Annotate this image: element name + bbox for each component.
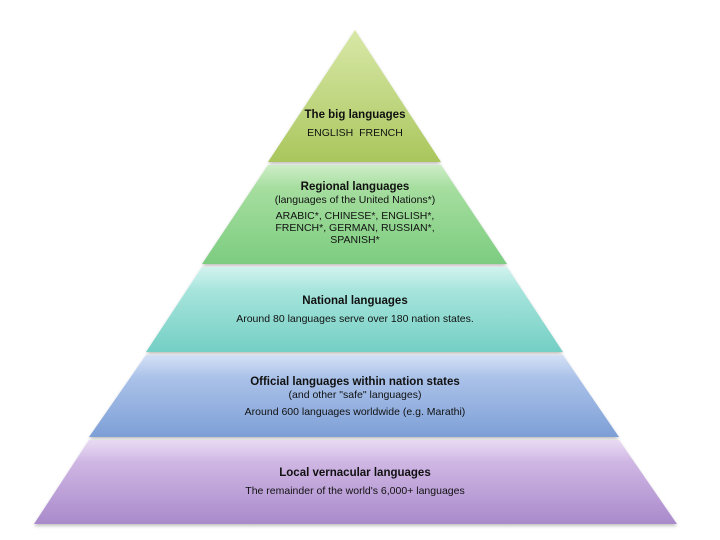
tier-regional-languages-label: Regional languages (languages of the Uni… xyxy=(265,180,445,246)
tier-official-languages-label: Official languages within nation states … xyxy=(205,375,505,418)
tier-description: ENGLISH FRENCH xyxy=(307,127,403,139)
tier-official-languages-shine xyxy=(131,355,578,377)
tier-regional-languages xyxy=(202,165,507,264)
tier-description: The remainder of the world's 6,000+ lang… xyxy=(245,485,465,497)
tier-national-languages-label: National languages Around 80 languages s… xyxy=(205,294,505,325)
tier-big-languages-shine xyxy=(268,30,441,162)
tier-subtitle: (and other "safe" languages) xyxy=(288,389,422,401)
tier-local-vernacular-languages-shine xyxy=(74,440,634,462)
tier-description: Around 600 languages worldwide (e.g. Mar… xyxy=(244,406,466,418)
tier-big-languages-label: The big languages ENGLISH FRENCH xyxy=(280,108,430,139)
tier-description: ARABIC*, CHINESE*, ENGLISH*, FRENCH*, GE… xyxy=(275,210,435,246)
tier-local-vernacular-languages-label: Local vernacular languages The remainder… xyxy=(205,466,505,497)
tier-national-languages-shine xyxy=(187,267,522,290)
tier-regional-languages-shine xyxy=(253,165,456,188)
tier-title: Official languages within nation states xyxy=(250,376,460,388)
tier-subtitle: (languages of the United Nations*) xyxy=(274,194,436,206)
tier-title: Local vernacular languages xyxy=(279,467,431,479)
tier-title: National languages xyxy=(302,295,408,307)
tier-title: The big languages xyxy=(304,109,406,121)
tier-description: Around 80 languages serve over 180 natio… xyxy=(236,313,474,325)
tier-title: Regional languages xyxy=(300,181,410,193)
